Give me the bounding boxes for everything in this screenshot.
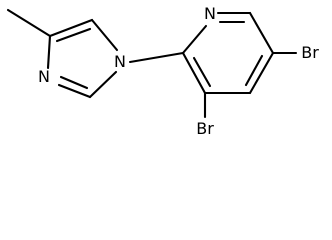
imidazole-n3-label: N (38, 67, 50, 86)
bond-c5-c4-inner (55, 27, 92, 43)
bond-c5-c4 (48, 18, 94, 38)
bond-n3-c2 (57, 83, 92, 99)
bond-c5-c6 (248, 11, 275, 55)
bond-c2-n1 (88, 70, 118, 99)
bond-c4-c5-inner (244, 54, 264, 87)
imidazole-n1-label: N (114, 52, 126, 71)
bond-n-c2 (181, 24, 208, 55)
bond-c2-c3 (181, 51, 207, 95)
bromine-c3-label: Br (196, 119, 214, 138)
bond-c2-c3-inner (192, 56, 212, 88)
bond-c4-c5 (248, 51, 275, 95)
bond-n3-c2-inner (59, 75, 89, 90)
bond-n1-c5 (90, 18, 119, 52)
bromine-c5-label: Br (301, 43, 319, 62)
pyridine-ring (181, 11, 275, 95)
bond-c4-methyl (6, 8, 52, 38)
chemical-structure: N N N Br Br (6, 4, 319, 138)
pyridine-nitrogen-label: N (204, 4, 216, 23)
bond-c4-n3 (46, 34, 52, 70)
imidazole-ring (46, 18, 119, 99)
bond-c2-imidazole-n (128, 51, 185, 64)
